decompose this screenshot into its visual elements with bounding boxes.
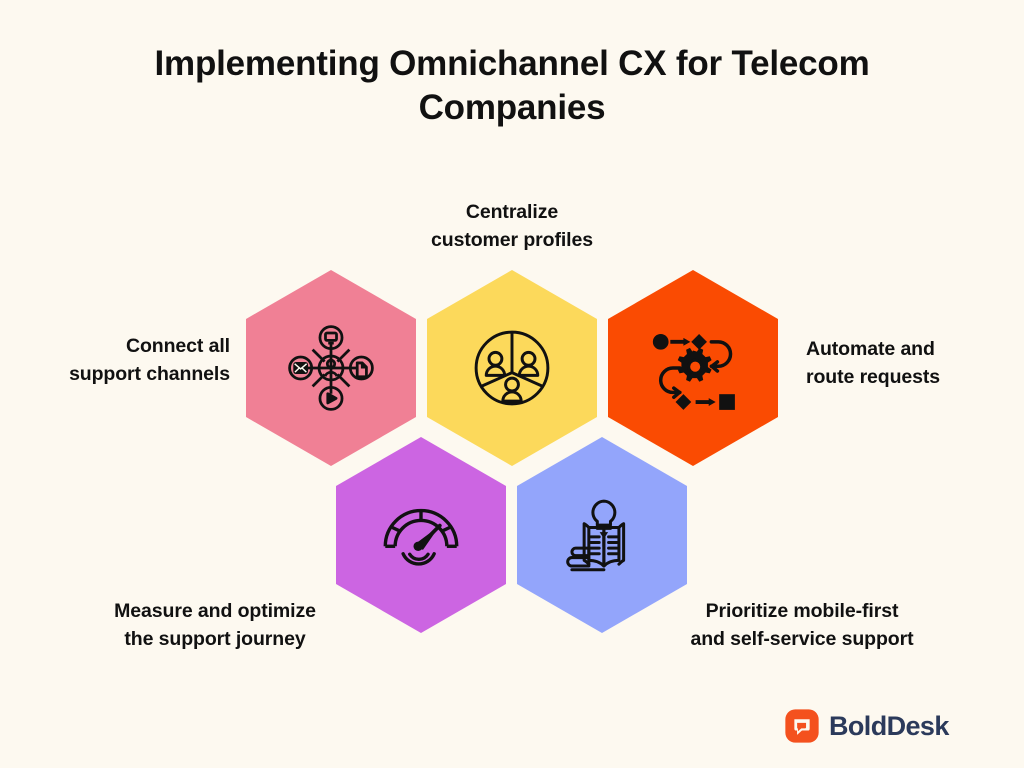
hexagon-automate-route[interactable] [608, 270, 778, 466]
bolddesk-logo: BoldDesk [784, 708, 949, 744]
label-centralize-profiles: Centralize customer profiles [431, 201, 593, 251]
bolddesk-logo-text: BoldDesk [829, 710, 949, 741]
page-title: Implementing Omnichannel CX for Telecom … [154, 44, 870, 127]
knowledge-base-book-bulb-icon [555, 488, 649, 582]
customer-profiles-circle-icon [466, 322, 558, 414]
label-mobile-self-service: Prioritize mobile-first and self-service… [690, 600, 914, 650]
omnichannel-network-icon [285, 322, 377, 414]
label-automate-route: Automate and route requests [806, 338, 941, 388]
hexagon-connect-channels[interactable] [246, 270, 416, 466]
label-connect-channels: Connect all support channels [69, 335, 230, 385]
label-measure-optimize: Measure and optimize the support journey [114, 600, 316, 650]
hexagon-centralize-profiles[interactable] [427, 270, 597, 466]
workflow-automation-gear-icon [645, 322, 741, 414]
speedometer-gauge-icon [374, 488, 468, 582]
bolddesk-logo-icon [785, 709, 819, 743]
